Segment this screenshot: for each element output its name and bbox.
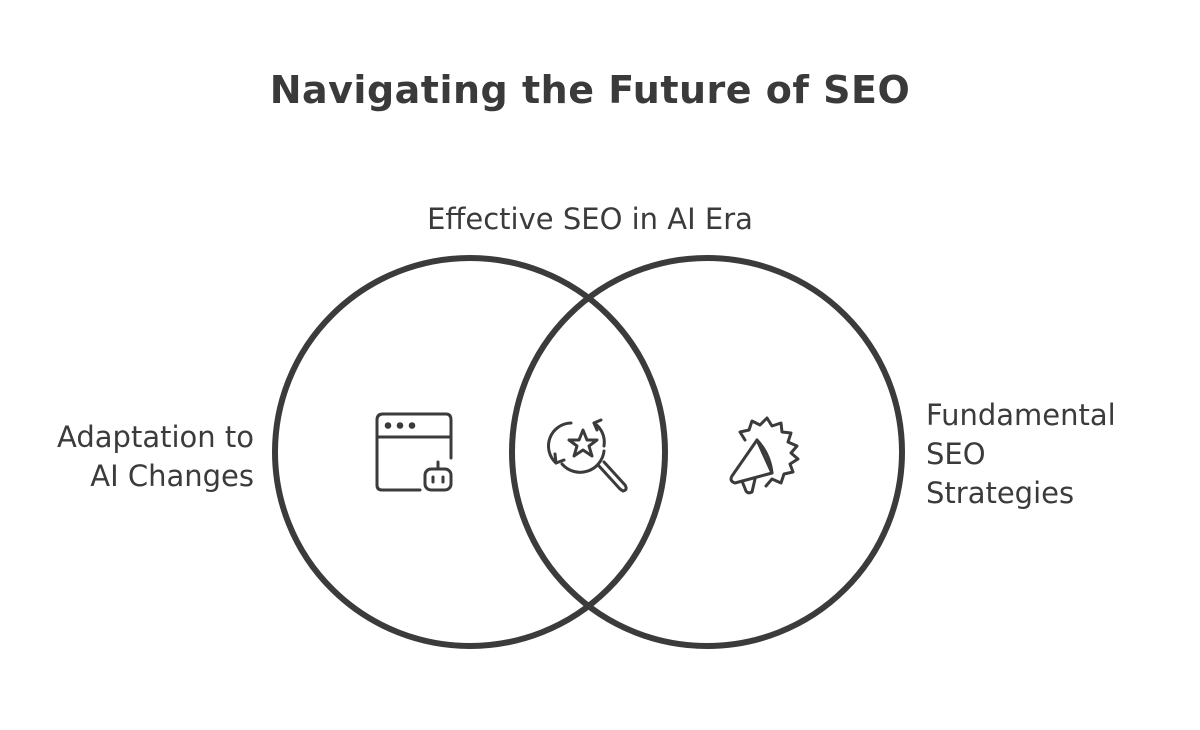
right-set-label-line-1: Fundamental bbox=[926, 398, 1116, 432]
search-star-refresh-icon bbox=[546, 418, 628, 493]
megaphone-badge-icon bbox=[729, 416, 800, 495]
overlap-label: Effective SEO in AI Era bbox=[427, 202, 753, 236]
right-set-circle bbox=[509, 255, 905, 649]
right-set-label: Fundamental SEO Strategies bbox=[926, 396, 1116, 513]
browser-robot-icon bbox=[375, 412, 453, 492]
diagram-title: Navigating the Future of SEO bbox=[269, 68, 911, 112]
left-set-label-line-1: Adaptation to bbox=[57, 420, 254, 454]
right-set-label-line-2: SEO bbox=[926, 437, 986, 471]
left-set-circle bbox=[272, 255, 668, 649]
left-set-label: Adaptation to AI Changes bbox=[57, 418, 254, 496]
left-set-label-line-2: AI Changes bbox=[90, 459, 254, 493]
right-set-label-line-3: Strategies bbox=[926, 476, 1075, 510]
